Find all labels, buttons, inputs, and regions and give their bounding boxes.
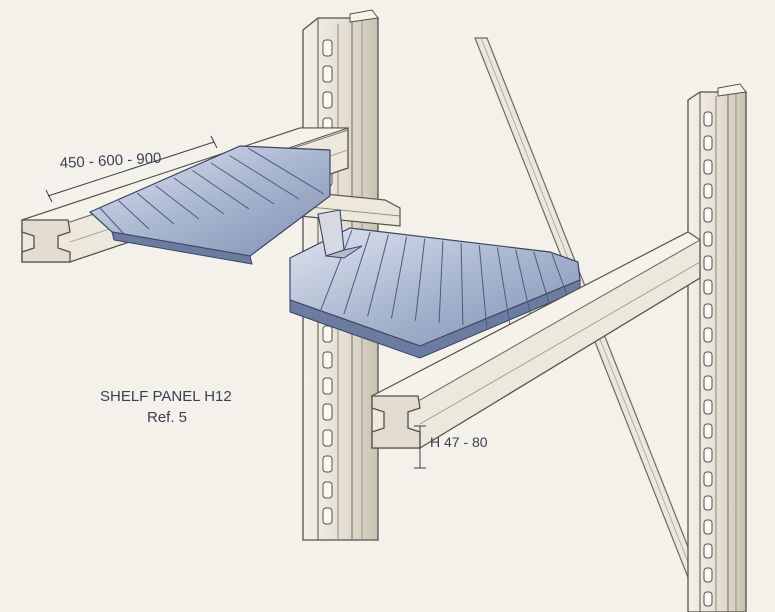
upright-slot [703, 327, 713, 343]
upright-slot [322, 429, 333, 447]
beam-right [370, 231, 701, 449]
panel-rib [247, 147, 325, 195]
panel-rib [118, 200, 150, 230]
upright-slot [703, 255, 713, 271]
upright-right [687, 83, 747, 612]
upright-slot [703, 543, 713, 559]
upright-slot [322, 325, 333, 343]
panel-name: SHELF PANEL H12 [100, 388, 232, 405]
upright-slots-right [703, 111, 713, 607]
upright-slot [322, 455, 333, 473]
upright-slot [703, 351, 713, 367]
upright-slot [322, 507, 333, 525]
panel-rib [192, 170, 250, 210]
upright-slot [322, 351, 333, 369]
upright-slot [322, 403, 333, 421]
upright-slot [703, 279, 713, 295]
panel-rib [136, 192, 175, 225]
upright-slot [322, 65, 333, 83]
panel-rib [390, 236, 408, 319]
upright-slot [322, 481, 333, 499]
upright-slot [703, 111, 713, 127]
panel-rib [367, 234, 389, 317]
dimension-width [45, 135, 218, 203]
upright-slot [703, 207, 713, 223]
panel-rib [229, 155, 300, 200]
shelf-panel-left [88, 145, 331, 265]
panel-rib [210, 162, 275, 205]
upright-slot [703, 447, 713, 463]
panel-rib [173, 177, 225, 215]
upright-slot [703, 183, 713, 199]
upright-slot [703, 375, 713, 391]
upright-slot [703, 423, 713, 439]
upright-slot [703, 591, 713, 607]
panel-rib [438, 240, 444, 323]
upright-slot [322, 377, 333, 395]
panel-rib [99, 207, 125, 235]
panel-rib [414, 238, 426, 321]
panel-clip [317, 209, 363, 259]
panel-rib [319, 229, 353, 313]
panel-rib [460, 243, 464, 326]
upright-slot [322, 39, 333, 57]
dimension-width-label: 450 - 600 - 900 [59, 150, 162, 172]
panel-rib [496, 247, 512, 330]
upright-slot [703, 471, 713, 487]
height-label: H 47 - 80 [430, 434, 488, 450]
upright-slot [703, 567, 713, 583]
panel-rib [343, 232, 371, 315]
upright-slot [322, 91, 333, 109]
panel-rib [155, 185, 200, 220]
upright-slot [703, 159, 713, 175]
panel-rib [478, 245, 488, 328]
panel-ref: Ref. 5 [147, 409, 187, 426]
dimension-height [414, 425, 426, 469]
upright-slot [703, 495, 713, 511]
upright-slot [703, 399, 713, 415]
upright-slot [703, 135, 713, 151]
upright-slot [703, 303, 713, 319]
panel-ribs-left [99, 147, 325, 235]
upright-slot [703, 519, 713, 535]
upright-slot [703, 231, 713, 247]
